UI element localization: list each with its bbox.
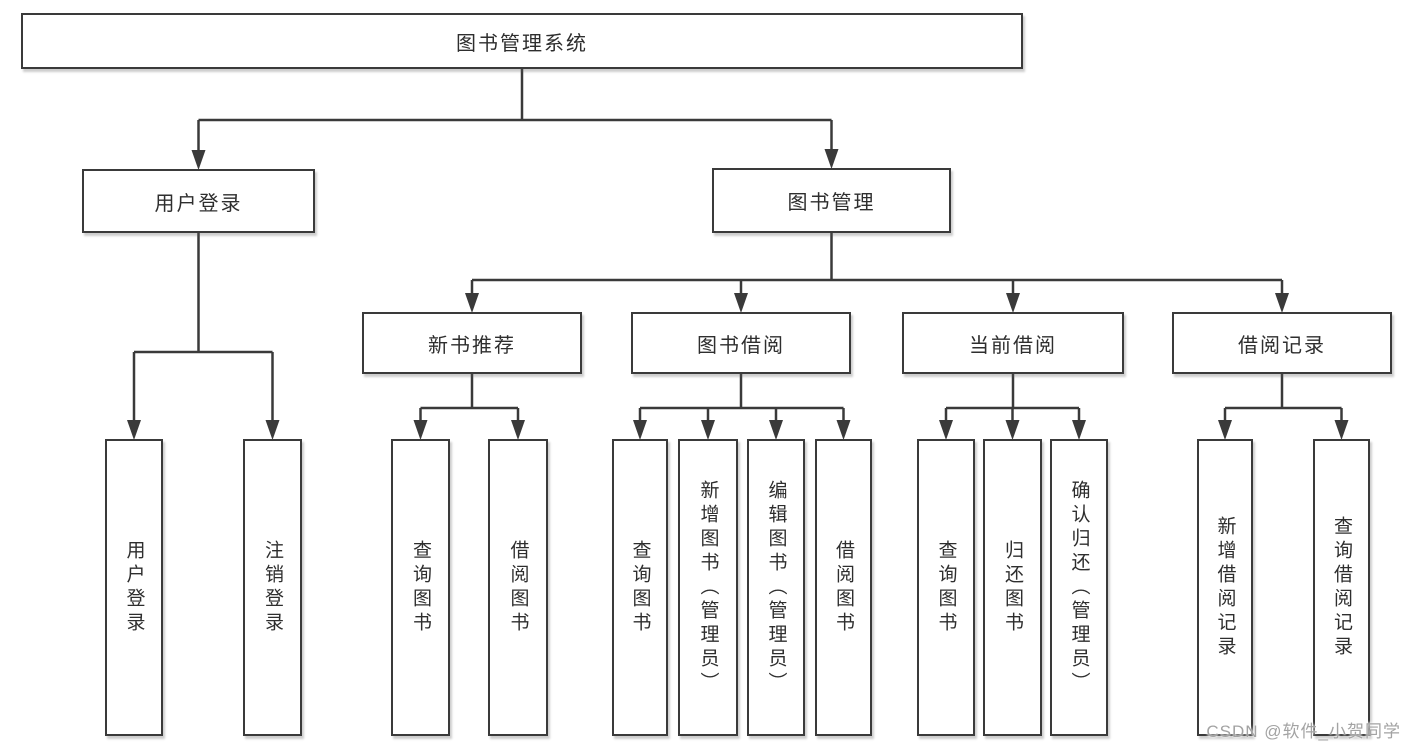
node-user-login: 用户登录 xyxy=(82,169,315,233)
node-leaf-logout: 注销登录 xyxy=(243,439,302,736)
node-label-rec-borrow: 借阅图书 xyxy=(507,539,529,636)
node-rec-query: 查询图书 xyxy=(391,439,450,736)
node-label-bb-query: 查询图书 xyxy=(629,539,651,636)
node-label-cb-confirm: 确认归还（管理员） xyxy=(1068,479,1090,696)
node-cb-return: 归还图书 xyxy=(983,439,1042,736)
node-new-book-rec: 新书推荐 xyxy=(362,312,582,374)
node-label-cb-return: 归还图书 xyxy=(1002,539,1023,636)
node-label-current-borrow: 当前借阅 xyxy=(969,334,1057,357)
node-label-rec-query: 查询图书 xyxy=(410,539,431,636)
node-label-leaf-user-login: 用户登录 xyxy=(123,539,145,636)
node-label-book-borrow: 图书借阅 xyxy=(697,334,785,357)
node-bb-edit: 编辑图书（管理员） xyxy=(747,439,805,736)
node-leaf-user-login: 用户登录 xyxy=(105,439,163,736)
node-borrow-record: 借阅记录 xyxy=(1172,312,1392,374)
node-rec-borrow: 借阅图书 xyxy=(488,439,548,736)
node-label-cb-query: 查询图书 xyxy=(935,539,957,636)
watermark: CSDN @软件_小贺同学 xyxy=(1206,722,1401,741)
node-label-user-login: 用户登录 xyxy=(154,192,243,215)
node-book-mgmt: 图书管理 xyxy=(712,168,951,233)
node-br-add: 新增借阅记录 xyxy=(1197,439,1253,736)
node-cb-confirm: 确认归还（管理员） xyxy=(1050,439,1108,736)
node-label-root: 图书管理系统 xyxy=(456,32,588,55)
node-bb-borrow: 借阅图书 xyxy=(815,439,872,736)
node-label-bb-borrow: 借阅图书 xyxy=(833,539,854,636)
node-label-br-query: 查询借阅记录 xyxy=(1331,515,1352,660)
node-label-bb-add: 新增图书（管理员） xyxy=(697,479,719,696)
node-label-book-mgmt: 图书管理 xyxy=(787,192,876,214)
node-label-borrow-record: 借阅记录 xyxy=(1238,334,1326,357)
node-bb-add: 新增图书（管理员） xyxy=(678,439,738,736)
node-label-leaf-logout: 注销登录 xyxy=(262,539,283,636)
node-label-br-add: 新增借阅记录 xyxy=(1214,515,1236,660)
node-current-borrow: 当前借阅 xyxy=(902,312,1124,374)
node-root: 图书管理系统 xyxy=(21,13,1023,69)
node-book-borrow: 图书借阅 xyxy=(631,312,851,374)
node-bb-query: 查询图书 xyxy=(612,439,668,736)
node-label-new-book-rec: 新书推荐 xyxy=(428,334,516,357)
node-br-query: 查询借阅记录 xyxy=(1313,439,1370,736)
node-cb-query: 查询图书 xyxy=(917,439,975,736)
node-label-bb-edit: 编辑图书（管理员） xyxy=(765,479,787,696)
